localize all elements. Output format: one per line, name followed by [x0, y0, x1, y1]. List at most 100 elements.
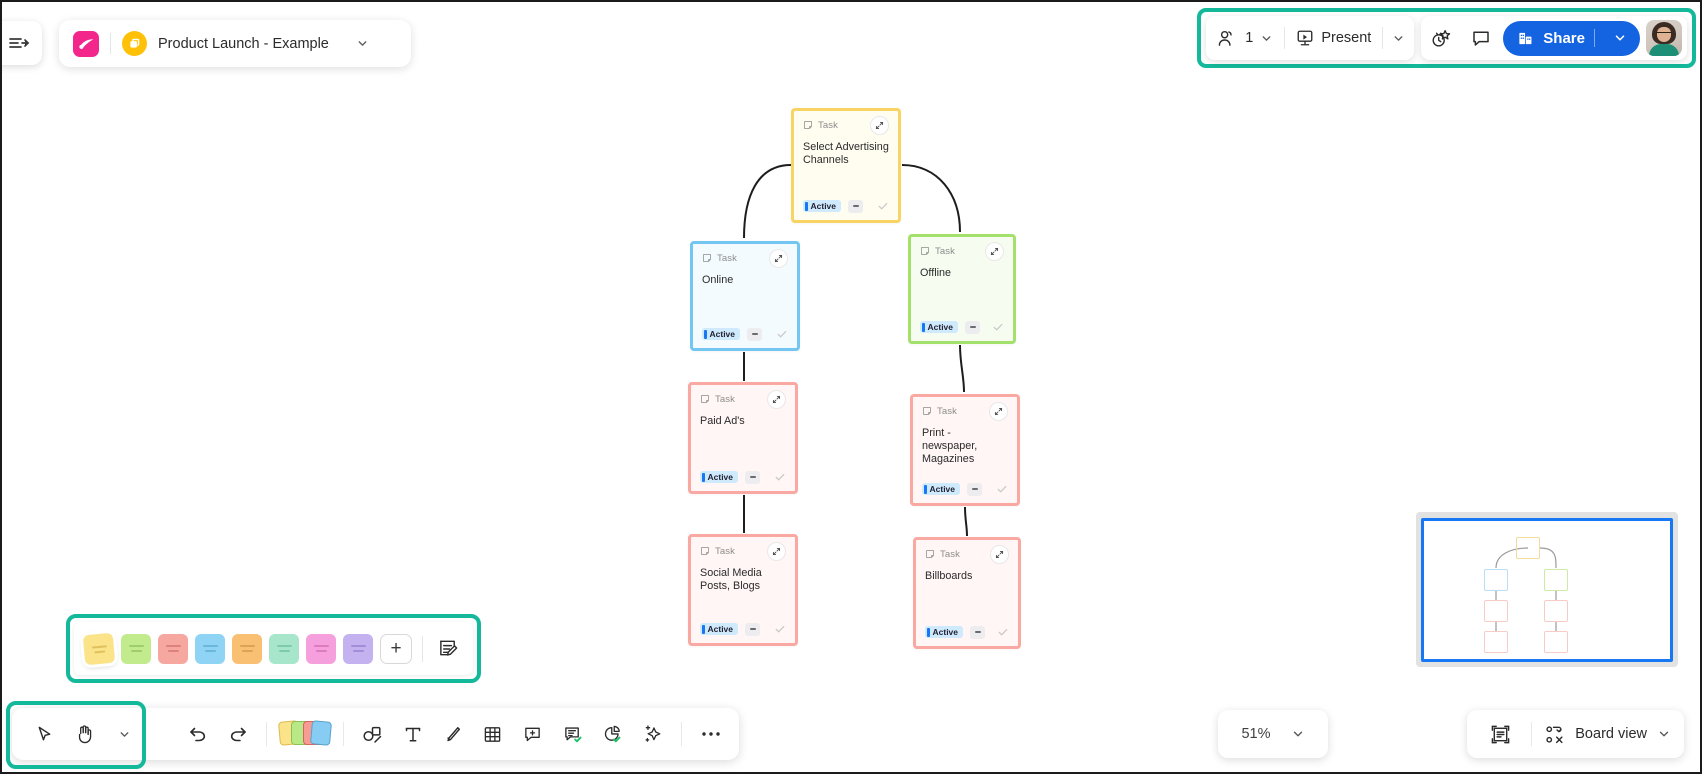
minus-icon[interactable]: [745, 470, 761, 484]
shapes-tool[interactable]: [354, 714, 391, 754]
divider: [1284, 27, 1286, 49]
status-badge[interactable]: Active: [803, 200, 842, 212]
status-badge[interactable]: Active: [922, 483, 961, 495]
chart-tool[interactable]: [594, 714, 631, 754]
redo-button[interactable]: [219, 714, 256, 754]
board-title-bar[interactable]: Product Launch - Example: [59, 20, 411, 67]
status-label: Active: [707, 624, 734, 634]
check-icon[interactable]: [877, 200, 889, 212]
minimap-viewport[interactable]: [1421, 518, 1673, 662]
minus-icon[interactable]: [745, 622, 761, 636]
ai-sparkle-icon: [644, 725, 660, 742]
sticky-palette-highlight: +: [66, 614, 481, 683]
status-bar: [805, 201, 808, 211]
check-icon[interactable]: [996, 483, 1008, 495]
expand-arrows-icon[interactable]: [985, 241, 1004, 261]
card-offline[interactable]: Task Offline Active: [908, 234, 1016, 344]
ellipsis-icon: [701, 732, 720, 736]
avatar-face: [1657, 27, 1671, 42]
status-badge[interactable]: Active: [700, 623, 739, 635]
panel-expand-button[interactable]: [2, 21, 42, 65]
status-badge[interactable]: Active: [700, 471, 739, 483]
card-billboards[interactable]: Task Billboards Active: [913, 537, 1021, 649]
share-options-button[interactable]: [1604, 16, 1636, 60]
hand-pan-tool[interactable]: [66, 714, 103, 754]
tool-chevron-button[interactable]: [106, 714, 143, 754]
avatar-body: [1649, 44, 1679, 56]
card-title: Online: [702, 274, 734, 286]
chevron-down-icon[interactable]: [356, 37, 369, 50]
chevron-down-icon: [1615, 35, 1625, 41]
mini-select-advertising-channels: [1516, 537, 1540, 559]
comments-button[interactable]: [1461, 16, 1501, 60]
collaborators-button[interactable]: 1: [1206, 16, 1284, 60]
status-badge[interactable]: Active: [925, 626, 964, 638]
main-toolbar: [12, 708, 739, 760]
swatch-sticky-pink[interactable]: [306, 633, 336, 664]
board-view-nodes-icon: [1546, 725, 1563, 743]
sticky-color-palette: +: [74, 622, 473, 675]
swatch-sticky-blue[interactable]: [195, 633, 225, 664]
minimap[interactable]: [1416, 512, 1678, 667]
card-print-newspaper-magazines[interactable]: Task Print - newspaper, Magazines Active: [910, 394, 1020, 506]
swatch-sticky-orange[interactable]: [232, 633, 262, 664]
swatch-sticky-green[interactable]: [121, 633, 151, 664]
chevron-down-icon[interactable]: [1291, 727, 1305, 741]
present-button[interactable]: Present: [1285, 16, 1382, 60]
check-icon[interactable]: [774, 471, 786, 483]
pen-tool[interactable]: [434, 714, 471, 754]
comment-tool[interactable]: [514, 714, 551, 754]
minus-icon[interactable]: [747, 327, 763, 341]
expand-arrows-icon[interactable]: [767, 541, 786, 561]
status-badge[interactable]: Active: [702, 328, 741, 340]
frames-button[interactable]: [1482, 714, 1519, 754]
minus-icon[interactable]: [970, 625, 986, 639]
user-avatar[interactable]: [1646, 20, 1682, 56]
minus-icon[interactable]: [967, 482, 983, 496]
status-bar: [702, 624, 705, 634]
minus-icon[interactable]: [848, 199, 864, 213]
board-view-label[interactable]: Board view: [1575, 726, 1647, 742]
board-name-label[interactable]: Product Launch - Example: [158, 35, 329, 52]
swatch-sticky-yellow[interactable]: [82, 632, 116, 665]
check-icon[interactable]: [774, 623, 786, 635]
expand-arrows-icon[interactable]: [769, 248, 788, 268]
shapes-icon: [362, 726, 381, 743]
share-button[interactable]: Share: [1503, 20, 1640, 56]
status-badge[interactable]: Active: [920, 321, 959, 333]
card-paid-ads[interactable]: Task Paid Ad's Active: [688, 382, 798, 494]
check-icon[interactable]: [997, 626, 1009, 638]
chevron-down-icon[interactable]: [1657, 727, 1671, 741]
add-color-icon[interactable]: +: [380, 633, 412, 664]
zoom-control[interactable]: 51%: [1218, 710, 1328, 758]
more-tools-button[interactable]: [692, 714, 729, 754]
card-select-advertising-channels[interactable]: Task Select Advertising Channels Active: [791, 108, 901, 223]
timer-button[interactable]: [1421, 16, 1461, 60]
expand-arrows-icon[interactable]: [989, 401, 1008, 421]
card-footer: Active: [920, 319, 1004, 335]
text-tool[interactable]: [394, 714, 431, 754]
select-cursor-tool[interactable]: [26, 714, 63, 754]
expand-arrows-icon[interactable]: [990, 544, 1009, 564]
ai-tool[interactable]: [634, 714, 671, 754]
expand-arrows-icon[interactable]: [870, 115, 889, 135]
sticky-notes-tool[interactable]: [277, 718, 333, 750]
edit-note-icon[interactable]: [433, 634, 463, 664]
miro-logo-icon[interactable]: [73, 30, 99, 57]
undo-button[interactable]: [179, 714, 216, 754]
table-tool[interactable]: [474, 714, 511, 754]
expand-arrows-icon[interactable]: [767, 389, 786, 409]
status-label: Active: [709, 329, 736, 339]
check-icon[interactable]: [992, 321, 1004, 333]
swatch-sticky-salmon[interactable]: [158, 633, 188, 664]
check-icon[interactable]: [776, 328, 788, 340]
minus-icon[interactable]: [965, 320, 981, 334]
document-icon: [701, 395, 709, 403]
chevron-down-icon[interactable]: [1260, 32, 1273, 45]
notes-tool[interactable]: [554, 714, 591, 754]
present-options-button[interactable]: [1383, 16, 1414, 60]
swatch-sticky-mint[interactable]: [269, 633, 299, 664]
card-social-media-posts-blogs[interactable]: Task Social Media Posts, Blogs Active: [688, 534, 798, 646]
swatch-sticky-purple[interactable]: [343, 633, 373, 664]
card-online[interactable]: Task Online Active: [690, 241, 800, 351]
